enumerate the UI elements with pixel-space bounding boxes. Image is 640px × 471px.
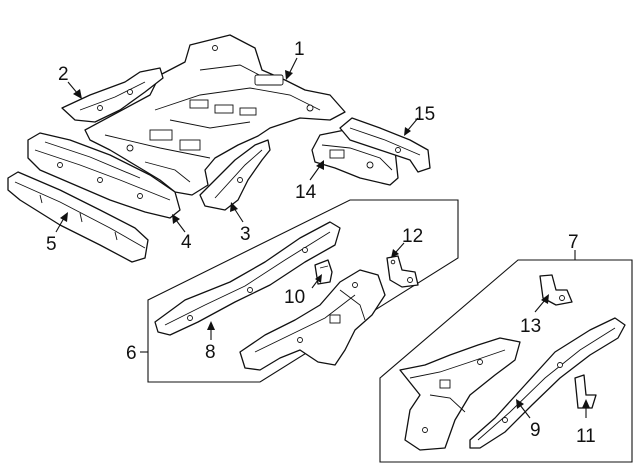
group-box-6: [147, 199, 459, 383]
callout-12: 12: [402, 226, 423, 247]
part-1-rear-floor-pan: [84, 34, 346, 196]
leader-12: [391, 242, 405, 258]
leader-10: [311, 274, 322, 289]
leader-1: [285, 57, 298, 80]
leader-3: [230, 202, 244, 223]
part-frame-assembly-7: [399, 337, 521, 451]
callout-5: 5: [46, 234, 57, 255]
leader-14: [309, 160, 324, 181]
callout-8: 8: [205, 342, 216, 363]
part-9-side-member: [469, 317, 626, 449]
callout-9: 9: [530, 420, 541, 441]
part-4-rear-panel: [27, 132, 181, 219]
part-2-bracket: [61, 67, 164, 123]
callout-2: 2: [58, 64, 69, 85]
callout-15: 15: [414, 104, 435, 125]
leader-5: [55, 212, 68, 233]
callout-1: 1: [294, 39, 305, 60]
callout-3: 3: [240, 224, 251, 245]
part-3-side-member: [199, 139, 271, 211]
leader-4: [172, 214, 186, 233]
callout-6: 6: [126, 343, 137, 364]
callout-4: 4: [181, 232, 192, 253]
part-15-bracket: [339, 117, 431, 173]
leader-11: [582, 399, 590, 418]
leader-2: [67, 81, 82, 99]
callout-10: 10: [284, 287, 305, 308]
callout-13: 13: [520, 316, 541, 337]
leader-15: [404, 117, 419, 136]
callout-14: 14: [295, 182, 317, 203]
leader-8: [207, 321, 215, 340]
part-5-reinforcement: [7, 171, 149, 263]
leader-13: [534, 294, 549, 313]
callout-7: 7: [568, 232, 579, 253]
part-12-gusset: [386, 255, 419, 288]
part-8-side-member: [154, 221, 341, 336]
part-11-bracket: [574, 374, 597, 409]
leader-9: [516, 399, 531, 419]
callout-11: 11: [576, 426, 596, 447]
part-frame-assembly-6: [239, 269, 386, 371]
